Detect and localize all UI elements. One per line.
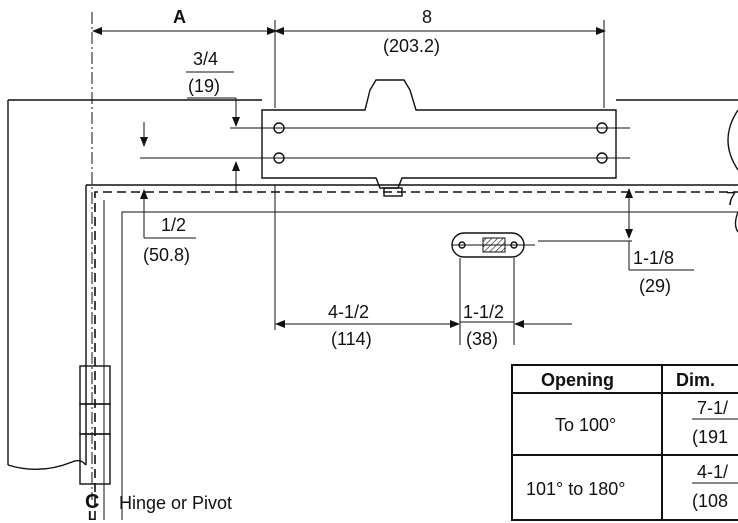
dim-4-1-2-label: 4-1/2 — [328, 302, 369, 322]
table-row-1-dim-mm: (191 — [692, 427, 728, 447]
dim-1-1-8-label: 1-1/8 — [633, 248, 674, 268]
dim-1-2-mm-label: (50.8) — [143, 245, 190, 265]
centerline-l-symbol: L — [88, 508, 96, 523]
dimension-1-1-2 — [430, 258, 572, 345]
table-row-2-dim-in: 4-1/ — [697, 462, 728, 482]
dim-3-4-label: 3/4 — [193, 49, 218, 69]
closer-body — [230, 79, 630, 197]
dimension-1-2-leader — [140, 189, 196, 239]
table-header-opening: Opening — [541, 370, 614, 390]
dimension-1-1-8 — [625, 188, 694, 271]
door-frame-outline — [7, 99, 738, 471]
opening-dim-table — [511, 364, 738, 521]
dimension-a — [92, 20, 277, 108]
dim-1-1-8-mm-label: (29) — [639, 276, 671, 296]
hinge-label: Hinge or Pivot — [119, 493, 232, 513]
table-row-1-dim-in: 7-1/ — [697, 398, 728, 418]
table-header-dim: Dim. — [676, 370, 715, 390]
centerline-c-symbol: C — [85, 491, 99, 513]
table-row-2-opening: 101° to 180° — [526, 479, 625, 499]
hinge-knuckles — [79, 365, 111, 485]
arm-shoe — [451, 232, 632, 258]
dimension-4-1-2 — [274, 185, 461, 345]
dim-1-1-2-label: 1-1/2 — [463, 302, 504, 322]
dim-3-4-mm-label: (19) — [188, 76, 220, 96]
dim-1-1-2-mm-label: (38) — [466, 329, 498, 349]
table-row-2-dim-mm: (108 — [692, 491, 728, 511]
dim-a-label: A — [173, 7, 186, 27]
dim-edge-7-label: 7 — [726, 189, 736, 209]
dim-8-label: 8 — [422, 7, 432, 27]
table-row-1-opening: To 100° — [555, 415, 616, 435]
dim-1-2-label: 1/2 — [161, 215, 186, 235]
dimension-8 — [274, 20, 606, 108]
dimension-3-4-leader — [187, 97, 240, 127]
dim-8-mm-label: (203.2) — [383, 36, 440, 56]
dim-4-1-2-mm-label: (114) — [331, 329, 372, 349]
door-stop-lines — [94, 191, 738, 520]
dimension-small-arrows — [140, 122, 240, 192]
